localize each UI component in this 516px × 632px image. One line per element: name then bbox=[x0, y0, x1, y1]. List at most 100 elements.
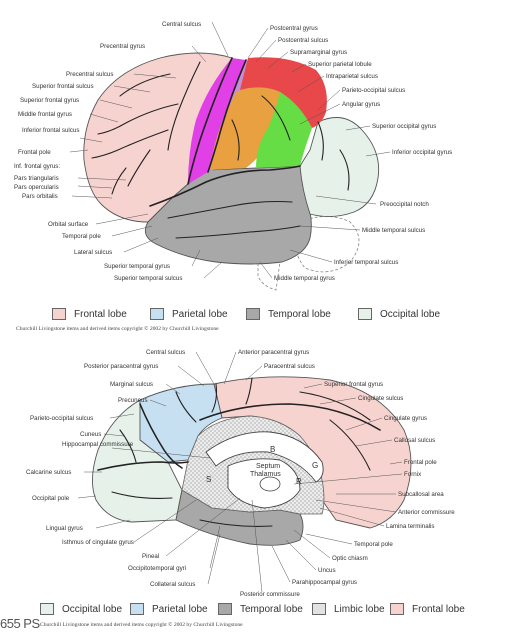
medial-brain-view bbox=[92, 376, 412, 546]
label-occipitotemporal-gyri: Occipitotemporal gyri bbox=[128, 565, 186, 572]
label-medial-central-sulcus: Central sulcus bbox=[146, 349, 185, 356]
legend-top-occipital-label: Occipital lobe bbox=[380, 308, 441, 320]
superior-parietal-lobule-region bbox=[240, 57, 327, 129]
fornix-loop bbox=[259, 476, 281, 492]
label-inferior-frontal-sulcus: Inferior frontal sulcus bbox=[22, 127, 79, 134]
label-calcarine-sulcus: Calcarine sulcus bbox=[26, 469, 71, 476]
label-middle-temporal-gyrus: Middle temporal gyrus bbox=[274, 275, 335, 282]
label-fornix: Fornix bbox=[404, 471, 422, 478]
label-anterior-paracentral-gyrus: Anterior paracentral gyrus bbox=[238, 349, 309, 356]
label-superior-frontal-sulcus: Superior frontal sulcus bbox=[32, 83, 94, 90]
label-middle-temporal-sulcus: Middle temporal sulcus bbox=[362, 227, 425, 234]
label-intraparietal-sulcus: Intraparietal sulcus bbox=[326, 73, 378, 80]
label-callosal-sulcus: Callosal sulcus bbox=[394, 437, 435, 444]
angular-gyrus-region bbox=[256, 92, 312, 168]
occipital-lobe-region bbox=[299, 117, 380, 217]
swatch-parietal bbox=[150, 308, 164, 320]
label-medial-temporal-pole: Temporal pole bbox=[354, 541, 393, 548]
copyright-bottom: Churchill Livingstone items and derived … bbox=[40, 622, 243, 628]
label-medial-parieto-occipital-sulcus: Parieto-occipital sulcus bbox=[30, 415, 93, 422]
label-superior-frontal-gyrus: Superior frontal gyrus bbox=[20, 97, 79, 104]
label-occipital-pole: Occipital pole bbox=[32, 495, 70, 502]
label-lingual-gyrus: Lingual gyrus bbox=[46, 525, 83, 532]
legend-bottom-frontal: Frontal lobe bbox=[390, 603, 465, 615]
legend-bottom: Occipital lobe Parietal lobe Temporal lo… bbox=[40, 603, 510, 617]
copyright-top: Churchill Livingstone items and derived … bbox=[16, 326, 219, 332]
label-thalamus: Thalamus bbox=[250, 471, 281, 478]
legend-top-frontal: Frontal lobe bbox=[52, 308, 127, 320]
corpus-callosum bbox=[205, 431, 324, 483]
label-s: S bbox=[206, 475, 211, 484]
legend-bottom-parietal: Parietal lobe bbox=[130, 603, 208, 615]
label-superior-parietal-lobule: Superior parietal lobule bbox=[308, 61, 372, 68]
legend-bottom-limbic: Limbic lobe bbox=[312, 603, 385, 615]
label-superior-temporal-sulcus: Superior temporal sulcus bbox=[114, 275, 182, 282]
legend-bottom-occipital-label: Occipital lobe bbox=[62, 603, 123, 615]
thalamus-region bbox=[227, 458, 301, 509]
legend-bottom-temporal: Temporal lobe bbox=[218, 603, 303, 615]
lateral-labels: Central sulcus Postcentral gyrus Postcen… bbox=[14, 21, 452, 282]
label-medial-superior-frontal-gyrus: Superior frontal gyrus bbox=[324, 381, 383, 388]
label-collateral-sulcus: Collateral sulcus bbox=[150, 581, 195, 588]
label-g: G bbox=[312, 461, 318, 470]
legend-top-parietal-label: Parietal lobe bbox=[172, 308, 228, 320]
legend-bottom-frontal-label: Frontal lobe bbox=[412, 603, 465, 615]
label-precentral-gyrus: Precentral gyrus bbox=[100, 43, 145, 50]
label-pars-orbitalis: Pars orbitalis bbox=[22, 193, 58, 200]
label-preoccipital-notch: Preoccipital notch bbox=[380, 201, 429, 208]
medial-occipital-lobe-region bbox=[92, 399, 183, 523]
label-parieto-occipital-sulcus: Parieto-occipital sulcus bbox=[342, 87, 405, 94]
label-medial-frontal-pole: Frontal pole bbox=[404, 459, 437, 466]
label-precuneus: Precuneus bbox=[118, 397, 148, 404]
label-middle-frontal-gyrus: Middle frontal gyrus bbox=[18, 111, 72, 118]
legend-bottom-temporal-label: Temporal lobe bbox=[240, 603, 303, 615]
label-postcentral-sulcus: Postcentral sulcus bbox=[278, 37, 328, 44]
label-precentral-sulcus: Precentral sulcus bbox=[66, 71, 113, 78]
label-isthmus-cingulate: Isthmus of cingulate gyrus bbox=[62, 539, 134, 546]
medial-labels: Central sulcus Anterior paracentral gyru… bbox=[26, 349, 455, 598]
label-septum: Septum bbox=[256, 463, 280, 470]
swatch-b-limbic bbox=[312, 603, 326, 615]
swatch-b-frontal bbox=[390, 603, 404, 615]
label-paracentral-sulcus: Paracentral sulcus bbox=[264, 363, 315, 370]
swatch-b-parietal bbox=[130, 603, 144, 615]
label-b: B bbox=[270, 445, 275, 454]
lateral-leader-lines bbox=[69, 21, 391, 279]
label-postcentral-gyrus: Postcentral gyrus bbox=[270, 25, 318, 32]
legend-bottom-limbic-label: Limbic lobe bbox=[334, 603, 385, 615]
label-posterior-commissure: Posterior commissure bbox=[240, 591, 300, 598]
legend-bottom-occipital: Occipital lobe bbox=[40, 603, 122, 615]
label-central-sulcus: Central sulcus bbox=[162, 21, 201, 28]
precentral-gyrus-region bbox=[188, 58, 246, 184]
label-pars-opercularis: Pars opercularis bbox=[14, 184, 59, 191]
swatch-temporal bbox=[246, 308, 260, 320]
legend-top-temporal-label: Temporal lobe bbox=[268, 308, 331, 320]
swatch-occipital bbox=[358, 308, 372, 320]
label-pars-triangularis: Pars triangularis bbox=[14, 175, 59, 182]
legend-top: Frontal lobe Parietal lobe Temporal lobe… bbox=[52, 308, 472, 322]
label-hippocampal-commissure: Hippocampal commissure bbox=[62, 441, 134, 448]
legend-top-temporal: Temporal lobe bbox=[246, 308, 331, 320]
label-superior-occipital-gyrus: Superior occipital gyrus bbox=[372, 123, 436, 130]
swatch-b-occipital bbox=[40, 603, 54, 615]
corner-text: 655 PS bbox=[0, 616, 40, 631]
label-inf-frontal-gyrus: Inf. frontal gyrus: bbox=[14, 163, 60, 170]
label-optic-chiasm: Optic chiasm bbox=[332, 555, 368, 562]
label-lateral-sulcus: Lateral sulcus bbox=[74, 249, 112, 256]
label-angular-gyrus: Angular gyrus bbox=[342, 101, 380, 108]
label-r: R bbox=[296, 477, 302, 486]
label-frontal-pole: Frontal pole bbox=[18, 149, 51, 156]
label-uncus: Uncus bbox=[318, 567, 336, 574]
label-supramarginal-gyrus: Supramarginal gyrus bbox=[290, 49, 347, 56]
label-cuneus: Cuneus bbox=[80, 431, 101, 438]
legend-top-occipital: Occipital lobe bbox=[358, 308, 440, 320]
label-lamina-terminalis: Lamina terminalis bbox=[386, 523, 435, 530]
label-marginal-sulcus: Marginal sulcus bbox=[110, 381, 153, 388]
label-anterior-commissure: Anterior commissure bbox=[398, 509, 455, 516]
legend-top-parietal: Parietal lobe bbox=[150, 308, 228, 320]
label-pineal: Pineal bbox=[142, 553, 159, 560]
label-inferior-occipital-gyrus: Inferior occipital gyrus bbox=[392, 149, 452, 156]
label-subcallosal-area: Subcallosal area bbox=[398, 491, 444, 498]
label-posterior-paracentral-gyrus: Posterior paracentral gyrus bbox=[84, 363, 158, 370]
legend-bottom-parietal-label: Parietal lobe bbox=[152, 603, 208, 615]
